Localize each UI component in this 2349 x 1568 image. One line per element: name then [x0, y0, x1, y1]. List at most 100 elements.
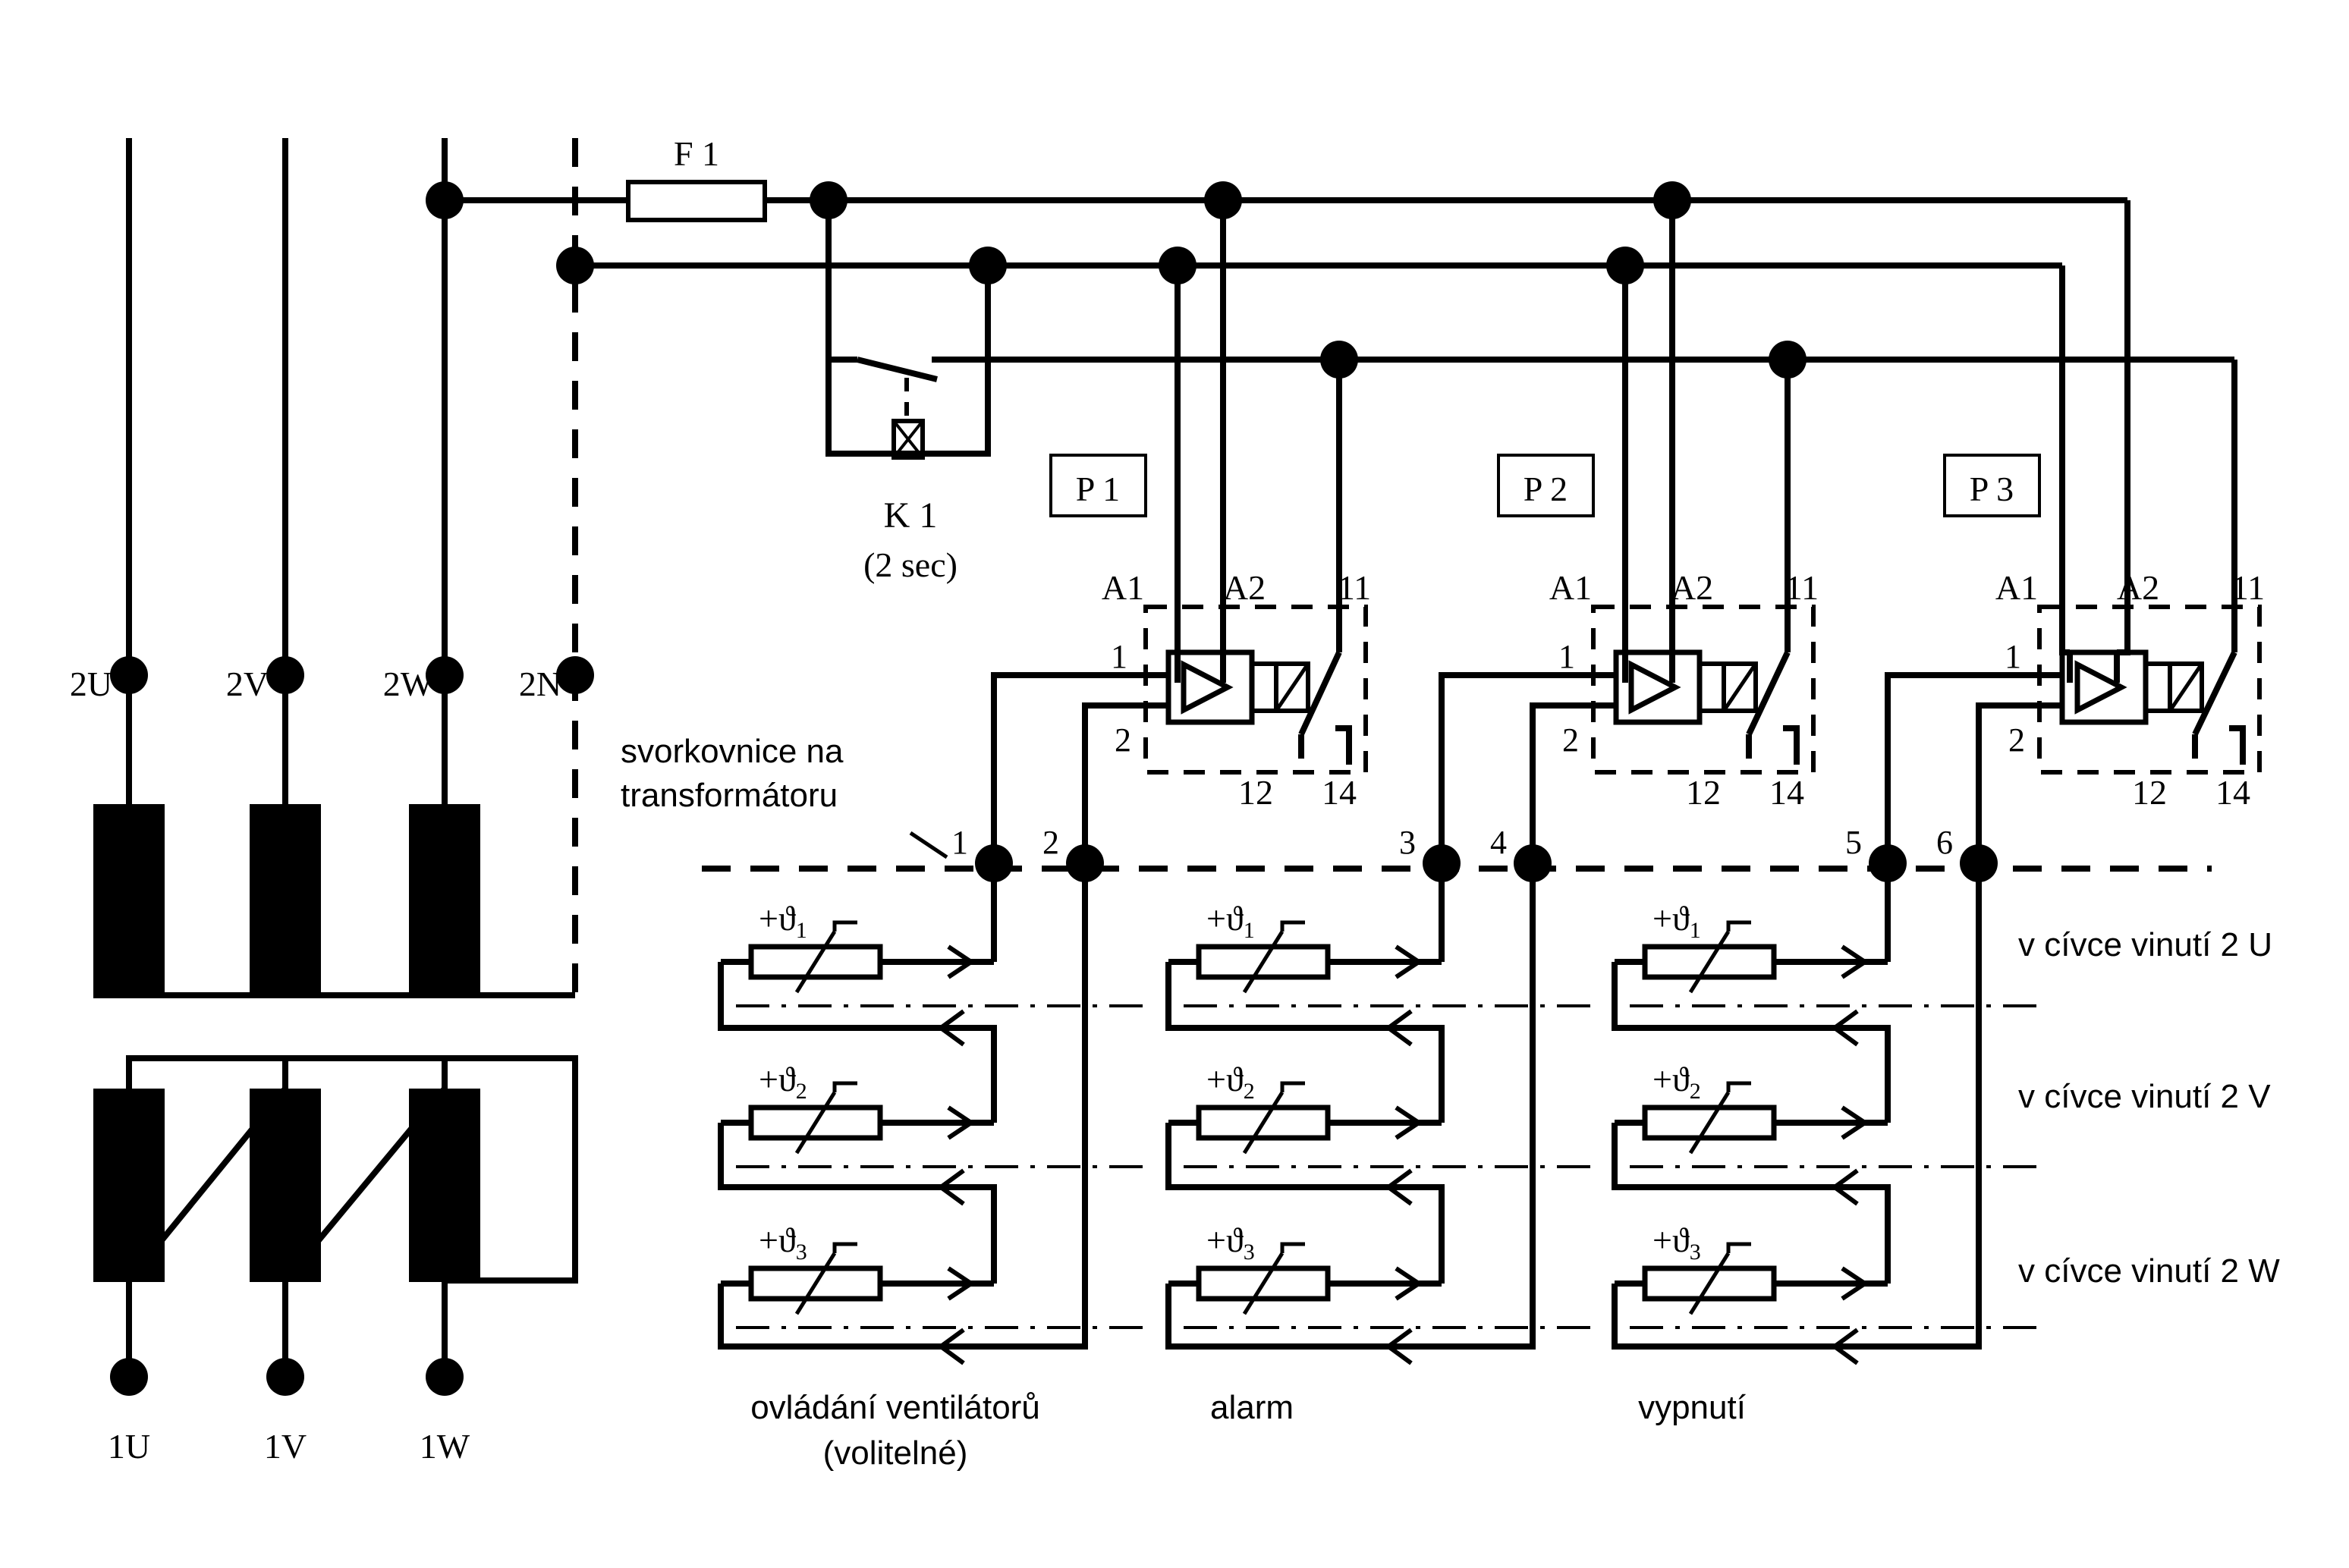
terminal-strip-dot	[1960, 844, 1998, 882]
unit-id-box	[1497, 454, 1595, 517]
return-arrow	[1384, 1168, 1413, 1206]
ptc-slope	[794, 1252, 837, 1315]
sensor-arrow	[1841, 1266, 1869, 1301]
terminal-strip-dot	[1514, 844, 1552, 882]
terminal-strip-label: svorkovnice na	[621, 733, 844, 770]
relay-coil-right	[1274, 661, 1310, 713]
relay-name: K 1	[884, 495, 938, 536]
phase-bus-dot	[1204, 181, 1242, 219]
terminal-bottom-dot	[266, 1358, 304, 1396]
sensor-label: +ϑ2	[759, 1060, 807, 1104]
unit-caption: (volitelné)	[823, 1434, 968, 1472]
unit-outline	[1143, 605, 1368, 775]
return-arrow	[936, 1009, 965, 1047]
unit-caption: vypnutí	[1638, 1389, 1747, 1426]
unit-outline	[2037, 605, 2262, 775]
return-arrow	[1830, 1168, 1859, 1206]
return-arrow	[1384, 1328, 1413, 1365]
relay-k1-contact	[857, 357, 938, 382]
sensor-arrow	[1395, 1266, 1423, 1301]
relay-coil-diagonal	[1722, 662, 1758, 712]
terminal-strip-number: 1	[951, 824, 968, 861]
return-arrow	[1830, 1328, 1859, 1365]
sensor-series-wire	[1165, 962, 1445, 1123]
terminal-strip-label: transformátoru	[621, 777, 838, 814]
sensor-loop-wire-b	[1976, 702, 2062, 863]
phase-tap-dot	[426, 181, 464, 219]
winding-label: v cívce vinutí 2 U	[2018, 926, 2272, 963]
ptc-slope	[1242, 930, 1285, 994]
sensor-loop-wire-a	[1439, 672, 1616, 863]
ptc-slope	[1242, 1091, 1285, 1155]
unit-id: P 1	[1076, 470, 1120, 508]
terminal-strip-number: 4	[1490, 824, 1507, 861]
pin-14-label: 14	[2215, 773, 2250, 812]
ptc-slope	[832, 920, 857, 932]
return-arrow	[936, 1168, 965, 1206]
pin-a2-label: A2	[1223, 568, 1266, 607]
relay-coil-left	[2143, 661, 2172, 713]
terminal-bottom-label: 1U	[108, 1427, 150, 1466]
sensor-label: +ϑ1	[1652, 899, 1701, 943]
unit-caption: ovládání ventilátorů	[750, 1389, 1040, 1426]
return-arrow	[1830, 1009, 1859, 1047]
ptc-slope	[1726, 1081, 1751, 1092]
terminal-top-dot	[110, 656, 148, 694]
relay-coil-left	[1697, 661, 1726, 713]
ptc-slope	[1726, 1242, 1751, 1253]
sensor-label: +ϑ3	[1652, 1221, 1701, 1265]
pin-2-label: 2	[2008, 721, 2025, 759]
terminal-top-dot	[426, 656, 464, 694]
fuse-symbol	[626, 180, 767, 222]
pin-a2-label: A2	[1671, 568, 1713, 607]
sensor-arrow	[1395, 944, 1423, 979]
sensor-loop-wire-a	[991, 672, 1168, 863]
sensor-series-wire	[718, 863, 1088, 1350]
primary-winding	[409, 1089, 480, 1282]
unit-id-box	[1943, 454, 2041, 517]
terminal-top-label: 2U	[70, 665, 112, 703]
unit-id: P 2	[1524, 470, 1568, 508]
pin-1-label: 1	[1111, 638, 1127, 675]
pin-11-label: 11	[2231, 568, 2265, 607]
relay-contact-14	[2229, 725, 2246, 765]
primary-winding	[250, 1089, 321, 1282]
sensor-loop-wire-b	[1082, 702, 1168, 863]
relay-delay: (2 sec)	[863, 545, 958, 584]
unit-a1-wire	[2059, 266, 2070, 655]
sensor-arrow	[947, 944, 976, 979]
neutral-bus-dot	[969, 247, 1007, 284]
relay-coil-right	[2168, 661, 2204, 713]
pin-11-label: 11	[1338, 568, 1371, 607]
terminal-strip-dot	[1066, 844, 1104, 882]
terminal-strip-number: 5	[1845, 824, 1862, 861]
return-arrow	[936, 1328, 965, 1365]
unit-id-box	[1049, 454, 1147, 517]
signal-bus-dot	[1320, 341, 1358, 379]
ptc-slope	[832, 1242, 857, 1253]
ptc-slope	[1242, 1252, 1285, 1315]
terminal-strip-number: 6	[1936, 824, 1953, 861]
ptc-slope	[832, 1081, 857, 1092]
terminal-bottom-dot	[110, 1358, 148, 1396]
relay-contact-14	[1783, 725, 1800, 765]
winding-label: v cívce vinutí 2 W	[2018, 1252, 2280, 1290]
sensor-series-wire	[718, 1123, 997, 1284]
terminal-bottom-label: 1V	[264, 1427, 307, 1466]
winding-label: v cívce vinutí 2 V	[2018, 1078, 2271, 1115]
ptc-slope	[1688, 930, 1731, 994]
relay-contact	[2192, 651, 2237, 736]
neutral-bus-dot	[1159, 247, 1197, 284]
terminal-top-label: 2N	[519, 665, 561, 703]
sensor-series-wire	[1612, 1123, 1891, 1284]
sensor-label: +ϑ3	[759, 1221, 807, 1265]
pin-14-label: 14	[1322, 773, 1357, 812]
pin-1-label: 1	[1558, 638, 1575, 675]
unit-id: P 3	[1970, 470, 2014, 508]
ptc-slope	[794, 930, 837, 994]
sensor-loop-wire-a	[1885, 672, 2062, 863]
pin-1-label: 1	[2005, 638, 2021, 675]
pin-a1-label: A1	[1995, 568, 2038, 607]
unit-caption: alarm	[1210, 1389, 1294, 1426]
